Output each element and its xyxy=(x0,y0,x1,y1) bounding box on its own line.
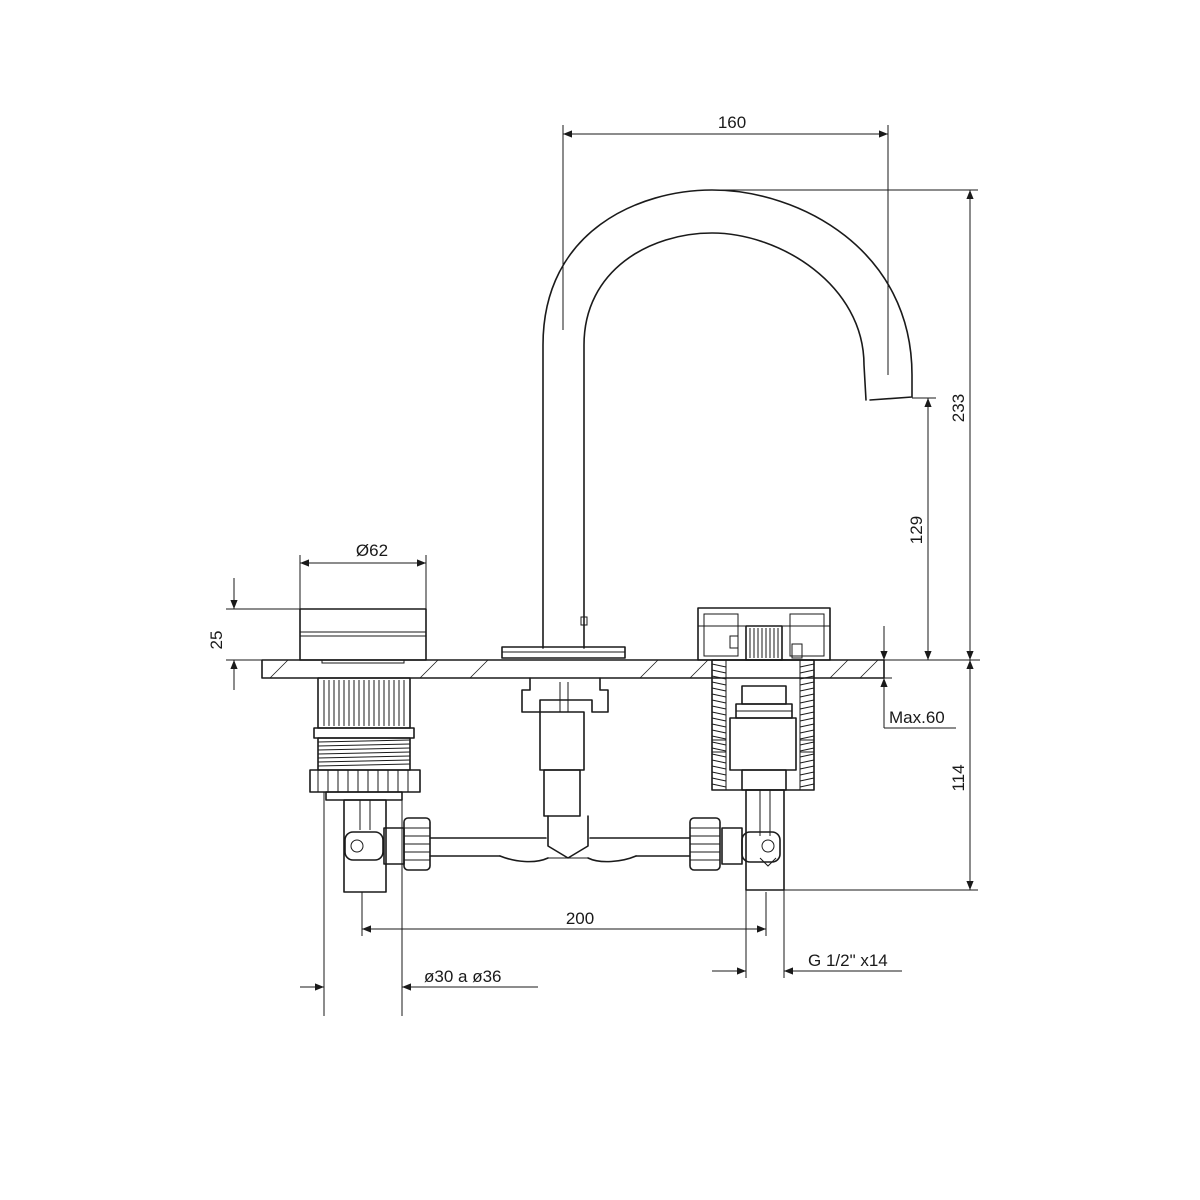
dim-handle-height-label: 25 xyxy=(207,631,226,650)
dim-max-deck xyxy=(880,626,956,729)
dim-spout-reach xyxy=(562,125,889,375)
left-handle xyxy=(299,608,427,664)
dim-inlet-thread-label: G 1/2" x14 xyxy=(808,951,888,970)
spout-base xyxy=(501,646,626,659)
dim-outlet-height xyxy=(912,397,936,660)
spout xyxy=(542,189,913,649)
dim-overall-height xyxy=(712,189,978,660)
dim-inlet-thread xyxy=(712,890,902,978)
dim-valve-spacing-label: 200 xyxy=(566,909,594,928)
dim-under-deck-depth-label: 114 xyxy=(949,764,968,791)
left-valve-body xyxy=(309,677,431,893)
spout-shank xyxy=(521,677,609,859)
dim-spout-reach-label: 160 xyxy=(718,113,746,132)
dim-valve-spacing xyxy=(361,892,767,936)
dim-max-deck-label: Max.60 xyxy=(889,708,945,727)
dim-under-deck-depth xyxy=(784,660,978,891)
right-handle-section xyxy=(697,607,831,661)
dim-handle-height xyxy=(226,578,300,690)
dim-handle-diameter xyxy=(299,555,427,609)
dim-overall-height-label: 233 xyxy=(949,394,968,422)
connecting-pipe xyxy=(429,837,691,863)
dim-outlet-height-label: 129 xyxy=(907,516,926,544)
deck-plate xyxy=(261,659,885,679)
dim-hole-diameter-label: ø30 a ø36 xyxy=(424,967,502,986)
dim-handle-diameter-label: Ø62 xyxy=(356,541,388,560)
dim-hole-diameter xyxy=(300,792,538,1016)
right-valve-body xyxy=(689,659,815,891)
